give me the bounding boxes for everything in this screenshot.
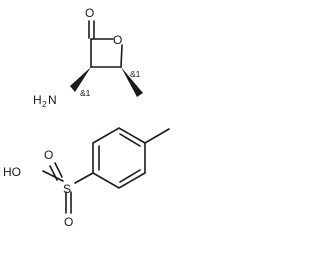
amine-n-label: N xyxy=(48,93,57,107)
ring-oxygen-label: O xyxy=(113,33,122,47)
amine-group-label: H 2 N xyxy=(33,93,57,109)
ring-to-sulfur-bond xyxy=(74,172,94,184)
stereo-label-c4: &1 xyxy=(130,69,141,79)
methyl-bond xyxy=(144,128,170,144)
sulfur-label: S xyxy=(63,182,71,196)
wedge-bond-c3-nh2 xyxy=(70,67,91,92)
benzene-double-bond-bottom-right xyxy=(119,169,141,183)
wedge-bond-c4-methyl xyxy=(121,67,143,97)
toluenesulfonic-acid-molecule: HO O S O xyxy=(3,127,170,229)
stereo-label-c3: &1 xyxy=(80,88,91,98)
amine-h-label: H xyxy=(33,93,42,107)
hydroxyl-label: HO xyxy=(3,165,21,179)
benzene-ring xyxy=(92,127,146,189)
ring-bond-o1-c4 xyxy=(120,44,123,68)
sulfonyl-oxygen-top-label: O xyxy=(44,148,53,162)
amine-h-count-label: 2 xyxy=(42,99,47,109)
sulfonyl-top-bond-b xyxy=(54,162,63,178)
chemical-structure-diagram: O O H 2 N &1 &1 HO O S O xyxy=(3,6,170,229)
sulfur-hydroxyl-bond xyxy=(42,170,64,182)
beta-lactone-molecule: O O H 2 N &1 &1 xyxy=(33,6,143,109)
carbonyl-oxygen-label: O xyxy=(85,6,94,20)
benzene-double-bond-top-right xyxy=(119,133,141,147)
sulfonyl-oxygen-bottom-label: O xyxy=(64,215,73,229)
sulfonyl-top-bond-a xyxy=(49,165,58,181)
